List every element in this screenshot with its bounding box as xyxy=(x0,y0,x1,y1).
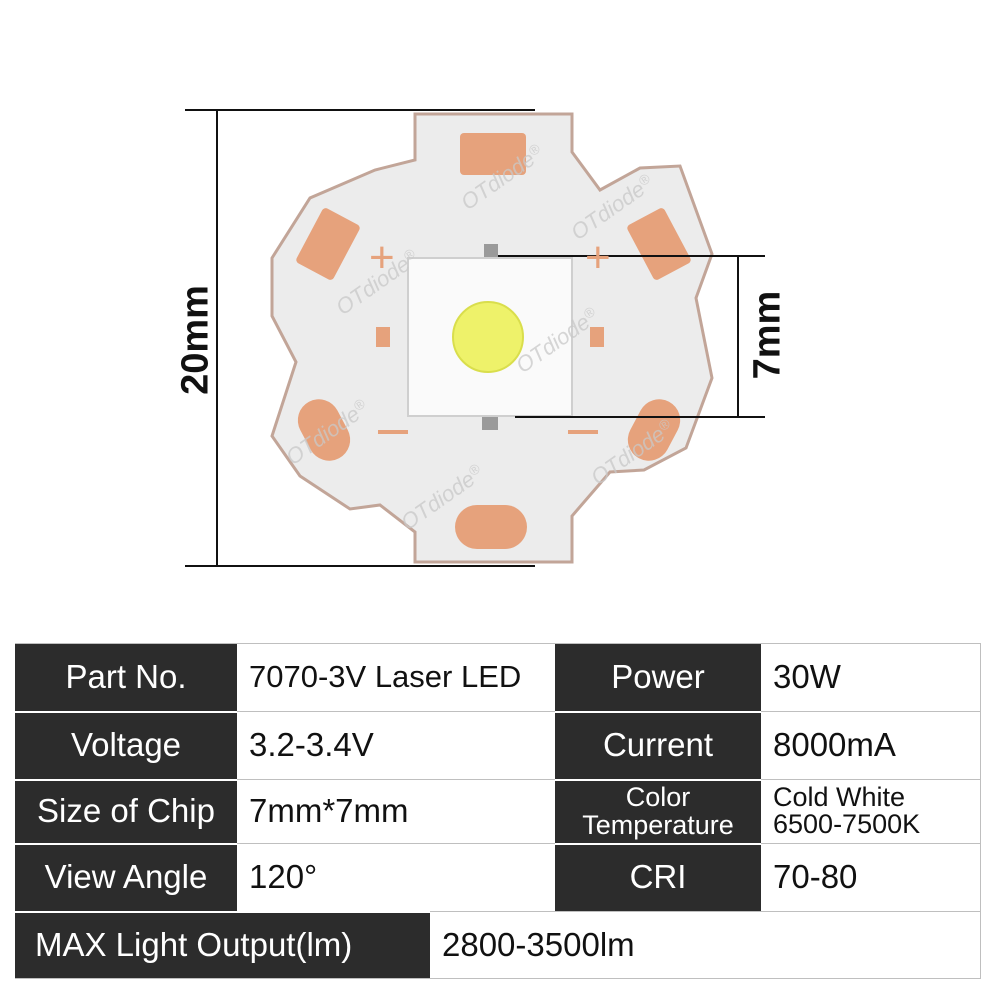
table-row-divider xyxy=(555,843,761,845)
chip-dimension-label: 7mm xyxy=(746,290,789,380)
led-product-figure: 20mm 7mm + + OTdiode® OTdiode® OTdiode® … xyxy=(174,109,789,567)
view-angle-header: View Angle xyxy=(15,843,237,911)
table-right-border xyxy=(980,643,981,979)
small-pad-left xyxy=(376,327,390,347)
chip-size-value: 7mm*7mm xyxy=(237,779,555,843)
table-row-divider xyxy=(237,711,555,712)
color-temperature-value: Cold White 6500-7500K xyxy=(761,779,981,843)
plus-mark-left: + xyxy=(369,233,395,282)
voltage-value: 3.2-3.4V xyxy=(237,711,555,779)
minus-mark-right xyxy=(568,430,598,434)
table-row-divider xyxy=(237,779,555,780)
color-temperature-header-line2: Temperature xyxy=(582,810,734,840)
copper-pad-upper-right xyxy=(627,208,691,280)
small-pad-right xyxy=(590,327,604,347)
color-temperature-value-line2: 6500-7500K xyxy=(773,809,921,839)
copper-pad-top xyxy=(460,133,526,175)
table-row-divider xyxy=(15,843,237,845)
table-row-divider xyxy=(761,711,981,712)
copper-pad-lower-left xyxy=(297,399,351,461)
current-header: Current xyxy=(555,711,761,779)
copper-pad-lower-right xyxy=(627,399,681,461)
table-row-divider xyxy=(15,779,237,781)
table-top-border xyxy=(15,643,981,644)
voltage-header: Voltage xyxy=(15,711,237,779)
bond-tab-top xyxy=(484,244,498,260)
table-row-divider xyxy=(761,843,981,844)
table-row-divider xyxy=(555,779,761,781)
table-row-divider xyxy=(15,711,237,713)
table-bottom-border xyxy=(15,978,981,979)
plus-mark-right: + xyxy=(585,233,611,282)
color-temperature-header-line1: Color xyxy=(625,782,691,812)
copper-pad-bottom xyxy=(455,505,527,549)
table-row-divider xyxy=(237,843,555,844)
view-angle-value: 120° xyxy=(237,843,555,911)
max-light-output-header: MAX Light Output(lm) xyxy=(15,911,430,979)
cri-value: 70-80 xyxy=(761,843,981,911)
max-light-output-value: 2800-3500lm xyxy=(430,911,981,979)
bond-tab-bottom xyxy=(482,414,498,430)
minus-mark-left xyxy=(378,430,408,434)
copper-pad-upper-left xyxy=(296,208,360,280)
part-no-header: Part No. xyxy=(15,643,237,711)
outer-dimension-label: 20mm xyxy=(174,285,217,395)
current-value: 8000mA xyxy=(761,711,981,779)
spec-table: Part No. 7070-3V Laser LED Power 30W Vol… xyxy=(15,643,981,979)
color-temperature-value-line1: Cold White xyxy=(773,782,906,812)
table-row-divider xyxy=(15,911,430,913)
table-row-divider xyxy=(761,779,981,780)
cri-header: CRI xyxy=(555,843,761,911)
led-board-drawing xyxy=(185,109,765,567)
part-no-value: 7070-3V Laser LED xyxy=(237,643,555,711)
table-row-divider xyxy=(555,711,761,713)
led-emitter xyxy=(452,301,524,373)
color-temperature-header: Color Temperature xyxy=(555,779,761,843)
table-row-divider xyxy=(430,911,981,912)
power-header: Power xyxy=(555,643,761,711)
chip-size-header: Size of Chip xyxy=(15,779,237,843)
power-value: 30W xyxy=(761,643,981,711)
